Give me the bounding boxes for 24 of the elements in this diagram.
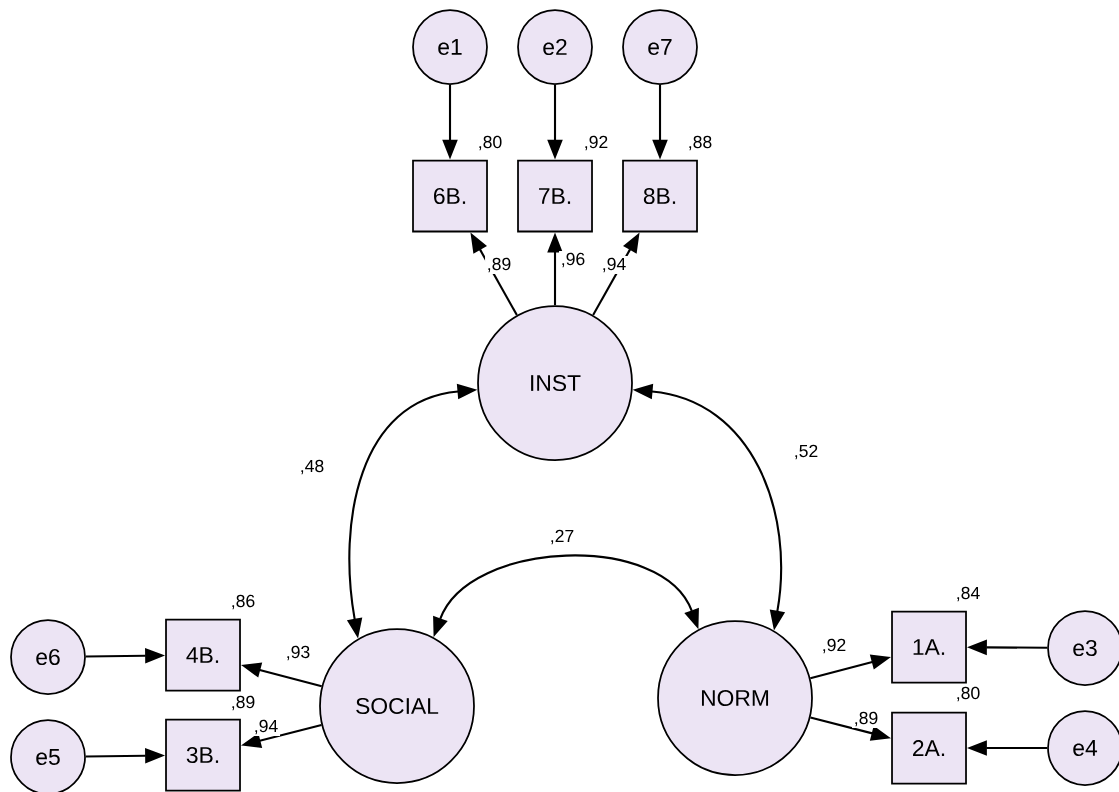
edge-label: ,92	[820, 637, 848, 656]
edge-label: ,93	[284, 644, 312, 663]
edge-label: ,89	[852, 710, 880, 729]
coefficient-label: ,86	[232, 594, 255, 610]
coefficient-label: ,88	[689, 135, 712, 151]
edge-label: ,48	[298, 458, 326, 476]
edge-label: ,52	[792, 443, 820, 461]
coefficient-label: ,89	[232, 695, 255, 711]
edge-label: ,94	[252, 718, 280, 737]
edge-label: ,94	[600, 256, 628, 274]
coefficient-label: ,84	[957, 586, 980, 602]
indicator-box: 6B.	[412, 159, 488, 233]
edge-label: ,89	[485, 256, 513, 274]
indicator-box: 3B.	[165, 718, 241, 792]
coefficient-label: ,80	[479, 135, 502, 151]
indicator-box: 4B.	[165, 618, 241, 692]
indicator-box: 7B.	[517, 159, 593, 233]
indicator-box: 1A.	[891, 610, 967, 684]
coefficient-label: ,92	[585, 135, 608, 151]
indicator-box: 2A.	[891, 711, 967, 785]
coefficient-label: ,80	[957, 686, 980, 702]
edge-label: ,27	[548, 528, 576, 546]
edge-label: ,96	[559, 251, 587, 269]
indicator-box: 8B.	[622, 159, 698, 233]
